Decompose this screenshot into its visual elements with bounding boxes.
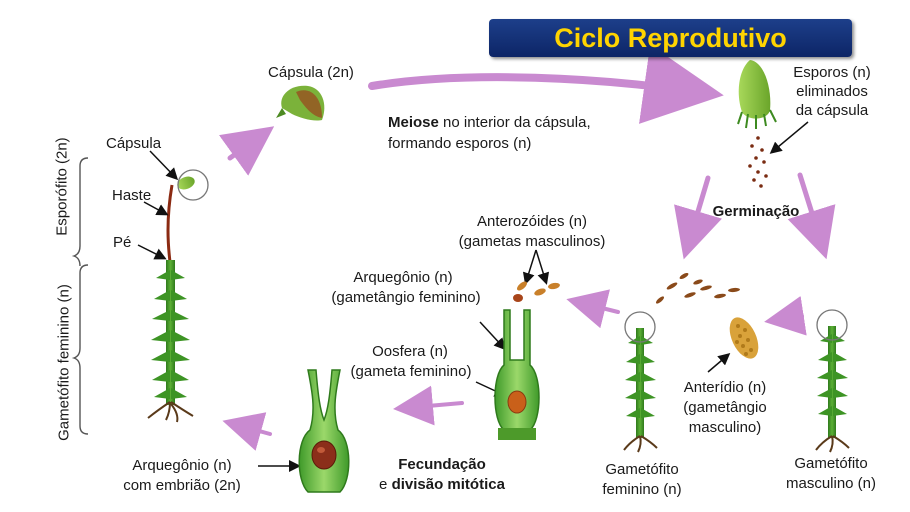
sporophyte-side-label: Esporófito (2n) (53, 137, 71, 236)
meiosis-line2: formando esporos (n) (388, 135, 532, 152)
archegonium-embryo-graphic (298, 369, 350, 493)
antheridium-line1: Anterídio (n) (683, 379, 767, 396)
cycle-arrows (218, 44, 836, 451)
capsule-part-label: Cápsula (106, 135, 162, 152)
side-bracket (71, 157, 89, 435)
antherozoids-graphic (513, 281, 560, 302)
archegonium-embryo-line2: com embrião (2n) (123, 477, 241, 494)
spores-line3: da cápsula (795, 102, 869, 119)
capsule-2n-label: Cápsula (2n) (268, 64, 354, 81)
antheridium-line3: masculino) (688, 419, 762, 436)
antheridium-line2: (gametângio (683, 399, 767, 416)
fertilization-prefix: e (379, 476, 392, 493)
fertilization-bold: divisão mitótica (391, 476, 505, 493)
stalk-part-label: Haste (112, 187, 152, 204)
male-gametophyte-line1: Gametófito (794, 455, 868, 472)
antherozoids-line1: Anterozóides (n) (476, 213, 588, 230)
meiosis-bold: Meiose (388, 114, 439, 131)
pointer-lines (137, 121, 809, 472)
archegonium-line1: Arquegônio (n) (353, 269, 453, 286)
female-gametophyte-line2: feminino (n) (602, 481, 682, 498)
female-gametophyte-graphic (623, 311, 658, 453)
moss-plant-with-sporophyte (147, 169, 209, 423)
page-title: Ciclo Reprodutivo (489, 19, 852, 57)
antheridium-graphic (729, 317, 759, 359)
antherozoids-line2: (gametas masculinos) (458, 233, 606, 250)
fertilization-line2: e divisão mitótica (350, 475, 534, 494)
spore-capsule-graphic (737, 60, 777, 188)
archegonium-oosphere-graphic (494, 309, 540, 440)
fertilization-line1: Fecundação (398, 456, 486, 473)
archegonium-embryo-line1: Arquegônio (n) (132, 457, 232, 474)
female-gametophyte-side-label: Gametófito feminino (n) (55, 284, 73, 441)
meiosis-line1: no interior da cápsula, (438, 114, 591, 131)
meiosis-label: Meiose no interior da cápsula, (388, 113, 591, 132)
oosphere-line2: (gameta feminino) (350, 363, 472, 380)
germination-label: Germinação (712, 203, 800, 220)
male-gametophyte-graphic (815, 309, 850, 453)
capsule-2n-graphic (276, 85, 325, 121)
female-gametophyte-line1: Gametófito (605, 461, 679, 478)
spores-line1: Esporos (n) (793, 64, 871, 81)
spores-line2: eliminados (796, 83, 868, 100)
oosphere-line1: Oosfera (n) (372, 343, 448, 360)
spores-graphic (655, 272, 740, 304)
foot-part-label: Pé (113, 234, 132, 251)
male-gametophyte-line2: masculino (n) (785, 475, 877, 492)
archegonium-line2: (gametângio feminino) (331, 289, 481, 306)
